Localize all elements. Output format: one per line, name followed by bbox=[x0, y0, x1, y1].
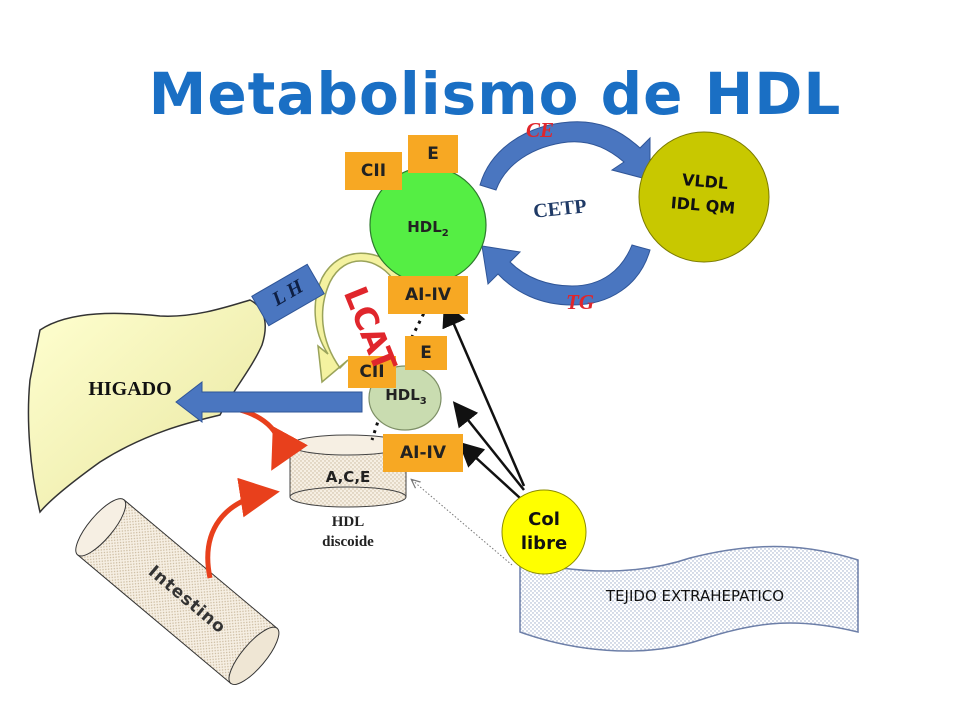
hdl2-cii-box: CII bbox=[345, 152, 402, 190]
discoide-caption: HDL discoide bbox=[300, 512, 396, 552]
blue-arrow-tg bbox=[481, 244, 651, 306]
hdl2-aiiv-box: AI-IV bbox=[388, 276, 468, 314]
col-libre-label: Col libre bbox=[508, 508, 580, 556]
lh-box bbox=[251, 263, 325, 327]
hdl3-sub: 3 bbox=[419, 396, 427, 407]
hdl3-e-box: E bbox=[405, 336, 447, 370]
higado-label: HIGADO bbox=[88, 378, 172, 400]
blue-arrow-ce bbox=[479, 121, 651, 191]
hdl3-text: HDL bbox=[385, 386, 420, 404]
blue-arrow-to-liver bbox=[175, 380, 363, 424]
hdl2-e-label: E bbox=[427, 144, 439, 164]
dotted-link bbox=[412, 480, 513, 566]
black-arrow-to-discoide bbox=[458, 441, 521, 499]
discoide-caption-2: discoide bbox=[322, 534, 374, 550]
hdl2-e-box: E bbox=[408, 135, 458, 173]
hdl2-aiiv-label: AI-IV bbox=[404, 285, 452, 305]
hdl3-aiiv-box: AI-IV bbox=[383, 434, 463, 472]
hdl2-sub: 2 bbox=[441, 228, 449, 239]
red-arrow-intestine-to-discoide bbox=[205, 477, 280, 579]
ce-label: CE bbox=[525, 118, 554, 142]
tejido-label: TEJIDO EXTRAHEPATICO bbox=[605, 587, 785, 605]
vldl-circle bbox=[638, 131, 770, 263]
hdl3-cii-label: CII bbox=[359, 362, 385, 382]
hdl3-e-label: E bbox=[420, 343, 432, 363]
intestino-cylinder bbox=[75, 498, 280, 685]
hdl3-cii-box: CII bbox=[348, 356, 396, 388]
hdl2-cii-label: CII bbox=[360, 161, 387, 181]
black-arrow-to-hdl2 bbox=[442, 301, 526, 487]
discoide-caption-1: HDL bbox=[331, 514, 365, 530]
tg-label: TG bbox=[566, 290, 594, 314]
hdl3-aiiv-label: AI-IV bbox=[399, 443, 447, 463]
col-libre-line2: libre bbox=[520, 533, 568, 554]
red-arrow-liver-to-discoide bbox=[239, 407, 308, 471]
page-title: Metabolismo de HDL bbox=[148, 60, 842, 128]
discoide-label: A,C,E bbox=[325, 468, 371, 486]
vldl-label: VLDL IDL QM bbox=[648, 165, 760, 222]
col-libre-line1: Col bbox=[528, 509, 560, 530]
hdl2-label: HDL2 bbox=[398, 218, 458, 239]
hdl2-text: HDL bbox=[407, 218, 442, 236]
black-arrow-to-hdl3 bbox=[452, 401, 525, 491]
col-libre-circle bbox=[501, 489, 587, 575]
tejido-banner bbox=[519, 545, 859, 652]
hdl3-label: HDL3 bbox=[374, 386, 438, 407]
